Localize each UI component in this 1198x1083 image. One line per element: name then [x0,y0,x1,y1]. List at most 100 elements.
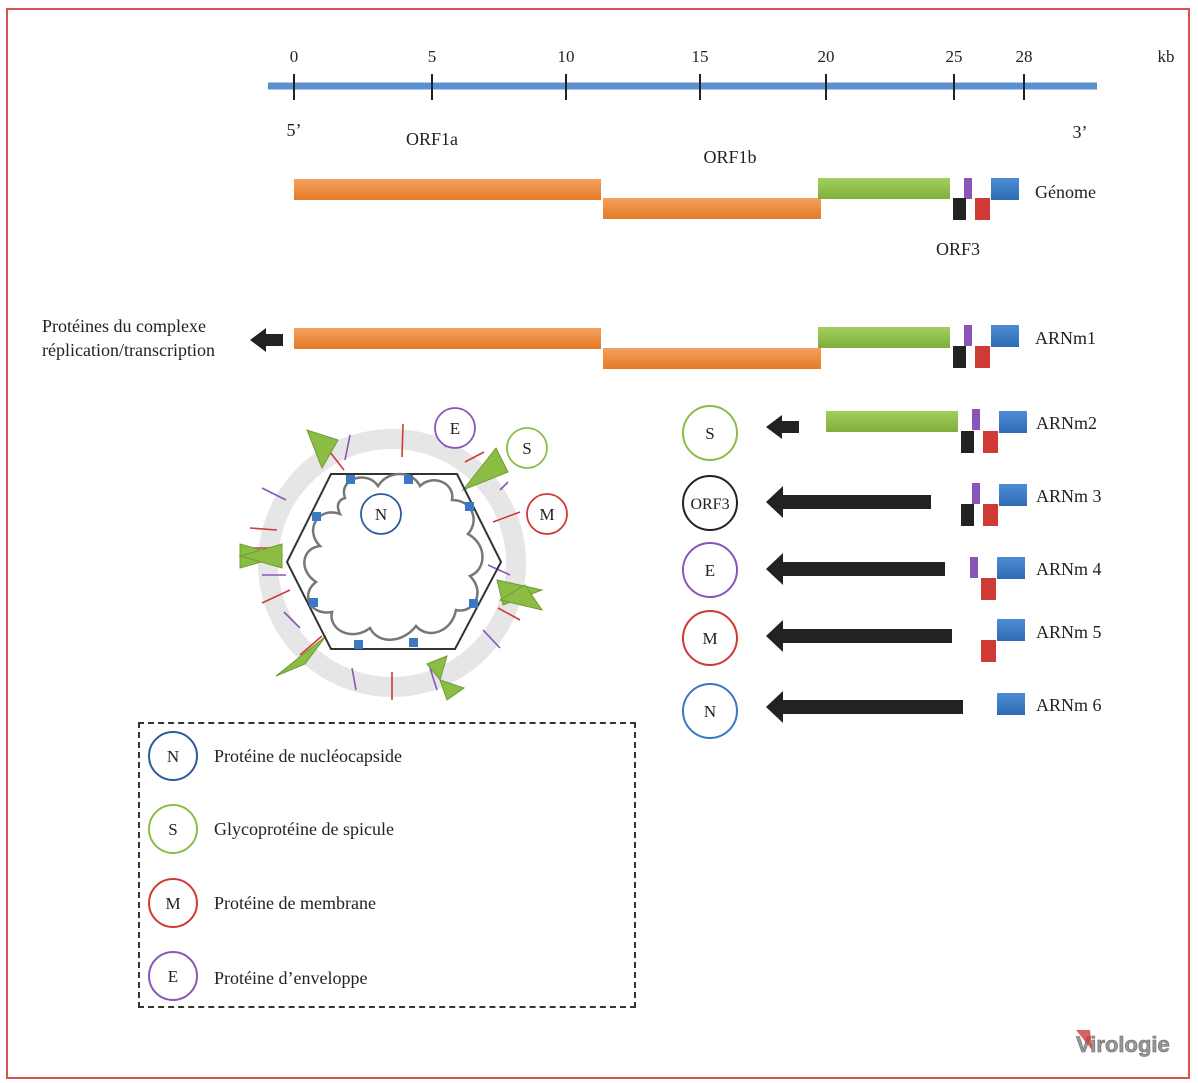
virion-n-letter: N [375,505,387,524]
arrow-left-icon [766,620,952,652]
arrow-left-icon [766,691,963,723]
arnm6-label: ARNm 6 [1036,695,1102,715]
spike-icon [498,584,544,611]
spike-icon [306,429,339,470]
virologie-logo: Virologie [1076,1030,1170,1057]
virion-m-letter: M [539,505,554,524]
virion-s-circle [506,427,548,469]
m-gene-segment [981,578,996,600]
legend-s-text: Glycoprotéine de spicule [214,819,394,839]
logo-text: Virologie [1076,1032,1170,1057]
logo-mark [1076,1030,1092,1050]
e-gene-segment [964,178,972,199]
m-gene-segment [975,198,990,220]
genome-map [294,178,1019,220]
scale-tick-label: 25 [946,47,963,66]
arnm5-label: ARNm 5 [1036,622,1102,642]
legend-e-letter: E [168,967,178,986]
n-gene-segment [997,557,1025,579]
spike-icon [238,543,283,569]
n-gene-segment [999,484,1027,506]
n-gene-segment [999,411,1027,433]
scale-tick-label: 20 [818,47,835,66]
virion-e-circle [434,407,476,449]
legend-n-text: Protéine de nucléocapside [214,746,402,766]
orf3-gene-segment [953,346,966,368]
arrow-left-icon [766,486,931,518]
virion-s-letter: S [522,439,531,458]
legend-e-circle [148,951,198,1001]
spike-icon [426,655,448,682]
e-gene-segment [972,409,980,430]
figure-frame [6,8,1190,1079]
arrow-left-icon [250,328,283,352]
orf1b-segment [603,198,821,219]
arnm2-map [826,409,1027,453]
n-gene-segment [997,693,1025,715]
orf3-gene-segment [953,198,966,220]
virion-illustration: N E S M [238,407,568,701]
protein-m-letter: M [702,629,717,648]
scale-tick-label: 28 [1016,47,1033,66]
e-gene-segment [970,557,978,578]
legend-m-text: Protéine de membrane [214,893,376,913]
kb-scale: 0 5 10 15 20 25 28 kb 5’ 3’ [268,47,1175,142]
protein-orf3-letter: ORF3 [690,496,729,513]
s-spike-group [238,429,544,701]
protein-s-circle [682,405,738,461]
m-gene-segment [975,346,990,368]
arnm5-map [981,619,1025,662]
spike-icon [275,635,327,677]
orf1b-label: ORF1b [703,147,756,167]
legend-s-letter: S [168,820,177,839]
arnm3-map [961,483,1027,526]
legend-m-letter: M [165,894,180,913]
e-protein-lines [261,431,511,691]
n-gene-segment [991,178,1019,200]
legend-m-circle [148,878,198,928]
protein-orf3-circle [682,475,738,531]
arnm3-label: ARNm 3 [1036,486,1102,506]
n-gene-segment [997,619,1025,641]
scale-unit-label: kb [1158,47,1175,66]
legend-e-text: Protéine d’enveloppe [214,968,367,988]
protein-e-letter: E [705,561,715,580]
protein-s-letter: S [705,424,714,443]
protein-n-circle [682,683,738,739]
five-prime-label: 5’ [287,120,302,140]
legend-box [138,722,636,1008]
legend: N Protéine de nucléocapside S Glycoproté… [148,731,402,1001]
arnm2-label: ARNm2 [1036,413,1097,433]
arnm4-map [970,557,1025,600]
arnm1-map [294,325,1019,369]
e-gene-segment [964,325,972,346]
spike-icon [461,447,509,492]
orf3-gene-segment [961,431,974,453]
spike-icon [439,679,466,701]
legend-s-circle [148,804,198,854]
three-prime-label: 3’ [1073,122,1088,142]
arrow-left-icon [766,415,799,439]
scale-tick-label: 10 [558,47,575,66]
orf1a-segment [294,328,601,349]
protein-e-circle [682,542,738,598]
scale-tick-label: 15 [692,47,709,66]
s-gene-segment [818,327,950,348]
virion-n-circle [360,493,402,535]
orf1a-label: ORF1a [406,129,458,149]
n-gene-segment [991,325,1019,347]
arnm1-label: ARNm1 [1035,328,1096,348]
m-protein-lines [245,423,521,700]
complex-label-line1: Protéines du complexe [42,316,206,336]
legend-n-circle [148,731,198,781]
legend-n-letter: N [167,747,179,766]
capsid-hexagon [285,473,503,650]
e-gene-segment [972,483,980,504]
protein-n-letter: N [704,702,716,721]
m-gene-segment [981,640,996,662]
virion-m-circle [526,493,568,535]
capsid-protein-squares [309,475,478,649]
orf3-gene-segment [961,504,974,526]
genome-label: Génome [1035,182,1096,202]
